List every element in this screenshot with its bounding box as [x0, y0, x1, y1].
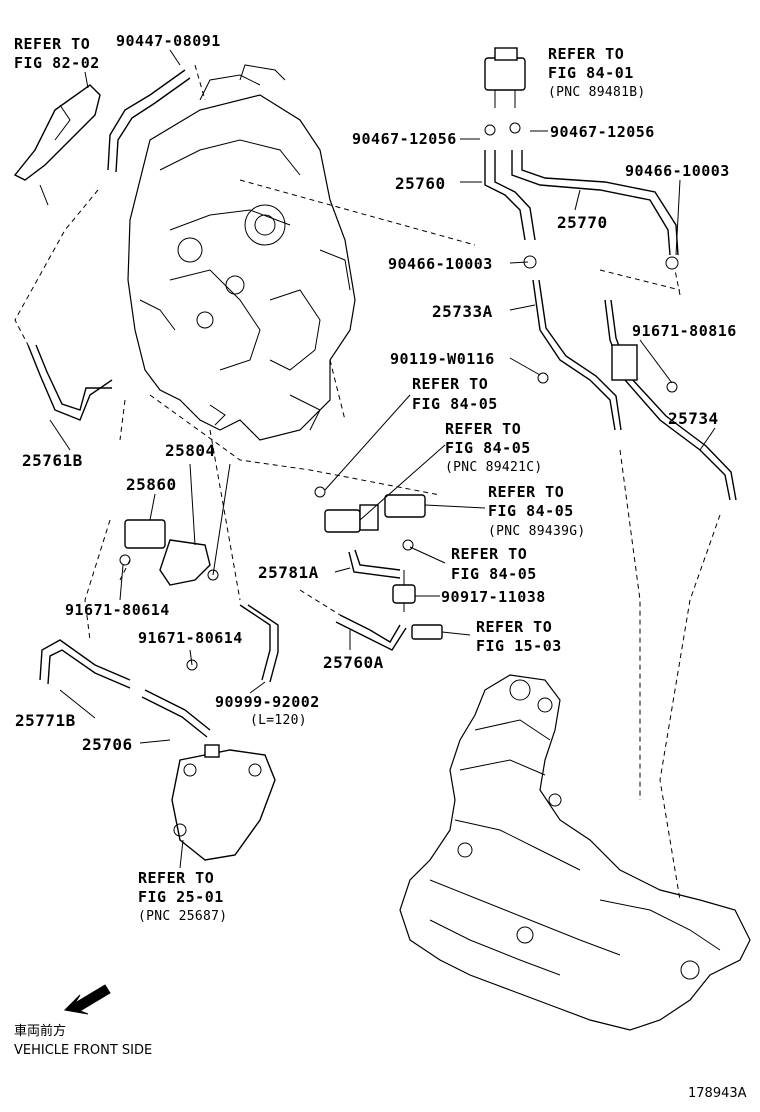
hose-25760 [484, 150, 526, 241]
refer-84-05-d-line2: FIG 84-05 [451, 565, 537, 583]
part-25804: 25804 [165, 441, 216, 460]
leader-lines [49, 49, 716, 869]
hose-25771B [39, 639, 131, 681]
part-25761B: 25761B [22, 451, 83, 470]
refer-84-05-a-line1: REFER TO [412, 375, 488, 393]
part-25771B: 25771B [15, 711, 76, 730]
hose-length: (L=120) [250, 713, 307, 728]
refer-15-03-line1: REFER TO [476, 618, 552, 636]
pipe-25734 [604, 299, 731, 501]
refer-84-05-b-line2: FIG 84-05 [445, 439, 531, 457]
hose-25761B [27, 344, 113, 421]
part-90917-11038: 90917-11038 [441, 588, 546, 606]
refer-84-05-a-line2: FIG 84-05 [412, 395, 498, 413]
part-90119-W0116: 90119-W0116 [390, 350, 495, 368]
part-90467-12056-left: 90467-12056 [352, 130, 457, 148]
pipe-25706 [144, 689, 211, 731]
refer-84-05-c-line3: (PNC 89439G) [488, 524, 586, 539]
sensor-bracket-25804 [119, 519, 219, 586]
refer-25-01-line2: FIG 25-01 [138, 888, 224, 906]
part-90447-08091: 90447-08091 [116, 32, 221, 50]
engine-block-drawing [127, 64, 356, 441]
refer-25-01-line3: (PNC 25687) [138, 909, 227, 924]
hose-90999-92002 [239, 604, 271, 681]
refer-25-01-line1: REFER TO [138, 869, 214, 887]
dashed-reference-lines [14, 64, 721, 901]
refer-84-01-line3: (PNC 89481B) [548, 85, 646, 100]
part-25781A: 25781A [258, 563, 319, 582]
hose-90447-08091 [107, 69, 186, 171]
part-90467-12056-right: 90467-12056 [550, 123, 655, 141]
hose-25781A [354, 549, 401, 571]
refer-82-02-line2: FIG 82-02 [14, 54, 100, 72]
part-25860: 25860 [126, 475, 177, 494]
refer-84-05-b-line3: (PNC 89421C) [445, 460, 543, 475]
vsv-cluster-84-05 [314, 486, 426, 551]
refer-84-01-line2: FIG 84-01 [548, 64, 634, 82]
hose-25770 [511, 150, 671, 256]
vehicle-front-en: VEHICLE FRONT SIDE [14, 1043, 152, 1058]
callout-labels: REFER TO FIG 82-02 90447-08091 REFER TO … [14, 32, 747, 1101]
exhaust-converter-drawing [399, 674, 751, 1031]
vehicle-front-jp: 車両前方 [14, 1023, 66, 1039]
hose-25760A [339, 614, 401, 643]
part-91671-80614-a: 91671-80614 [65, 601, 170, 619]
part-91671-80816: 91671-80816 [632, 322, 737, 340]
connector-15-03 [411, 624, 443, 640]
part-90466-10003-middle: 90466-10003 [388, 255, 493, 273]
refer-84-05-c-line2: FIG 84-05 [488, 502, 574, 520]
part-25706: 25706 [82, 735, 133, 754]
part-25760A: 25760A [323, 653, 384, 672]
filter-90917-11038 [392, 584, 416, 604]
refer-84-01-line1: REFER TO [548, 45, 624, 63]
refer-84-05-c-line1: REFER TO [488, 483, 564, 501]
vsv-84-01 [484, 47, 526, 136]
refer-82-02-line1: REFER TO [14, 35, 90, 53]
refer-84-05-d-line1: REFER TO [451, 545, 527, 563]
part-25733A: 25733A [432, 302, 493, 321]
refer-84-05-b-line1: REFER TO [445, 420, 521, 438]
refer-15-03-line2: FIG 15-03 [476, 637, 562, 655]
figure-id: 178943A [688, 1086, 747, 1101]
vehicle-front-arrow-icon [63, 984, 111, 1015]
part-90466-10003-right: 90466-10003 [625, 162, 730, 180]
bracket-25-01 [171, 749, 276, 861]
part-90999-92002: 90999-92002 [215, 693, 320, 711]
pipe-25733A [532, 279, 616, 431]
part-91671-80614-b: 91671-80614 [138, 629, 243, 647]
part-25770: 25770 [557, 213, 608, 232]
part-25734: 25734 [668, 409, 719, 428]
bracket-82-02 [13, 84, 101, 206]
part-25760: 25760 [395, 174, 446, 193]
